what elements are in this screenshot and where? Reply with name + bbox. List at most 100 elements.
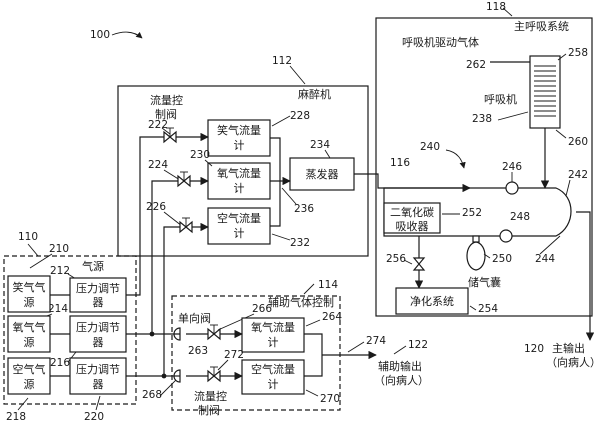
n2o-flowmeter-l2: 计 [234,139,245,152]
reservoir-bag-symbol [466,235,486,271]
ref-228: 228 [290,110,310,122]
ventilator-bellows-box [529,55,561,129]
leader-254 [469,305,477,311]
valve-222-symbol [163,127,177,144]
leader-236 [281,187,297,205]
leader-258 [557,53,567,61]
ref-226: 226 [146,201,166,213]
n2o-flowmeter-l1: 笑气流量 [217,123,261,137]
ref-118: 118 [486,1,506,13]
ref-268: 268 [142,389,162,401]
ref-234: 234 [310,139,330,151]
aux-flow-valve-l2: 制阀 [198,403,220,417]
air-source-box [7,357,51,395]
o2-regulator-l2: 器 [93,336,104,349]
purifier-box [395,287,469,315]
leader-272 [217,359,229,371]
aux-output-l1: 辅助输出 [378,359,422,373]
leader-210 [29,253,53,269]
ref-216: 216 [50,357,70,369]
n2o-regulator-l2: 器 [93,296,104,309]
n2o-source-l1: 笑气气 [13,280,46,294]
ref-238: 238 [472,113,492,125]
ref-264: 264 [322,311,342,323]
ref-120: 120 [524,343,544,355]
ref-266: 266 [252,303,272,315]
air-flowmeter-l2: 计 [234,227,245,240]
ref-110: 110 [18,231,38,243]
ref-114: 114 [318,279,338,291]
leader-110 [27,243,39,257]
gas-source-frame [3,255,137,405]
air-source-l2: 源 [24,377,35,391]
check-valve-246-symbol [505,181,519,195]
aux-meters-collector [304,333,323,377]
leader-114 [303,283,315,295]
vaporizer-label: 蒸发器 [306,167,339,181]
leader-226 [163,211,183,227]
ref-210: 210 [49,243,69,255]
aux-air-flowmeter-box [241,359,305,395]
n2o-supply-line [126,136,164,296]
bellows-coil [534,65,556,117]
leader-112 [289,65,306,85]
ventilator-label: 呼吸机 [484,92,517,106]
valve-226-symbol [179,217,193,234]
aux-o2-flowmeter-l2: 计 [268,336,279,349]
leader-218 [17,397,29,411]
ref-214: 214 [48,303,68,315]
ref-242: 242 [568,169,588,181]
aux-air-flowmeter-l2: 计 [268,378,279,391]
ref-232: 232 [290,237,310,249]
ref-270: 270 [320,393,340,405]
o2-junction-dot [149,331,155,337]
leader-100 [111,31,143,39]
main-output-l2: （向病人） [546,355,600,369]
bag-label: 储气囊 [468,275,501,289]
o2-flowmeter-l1: 氧气流量 [217,166,261,180]
aux-gas-control-title: 辅助气体控制 [268,295,334,309]
air-regulator-l2: 器 [93,378,104,391]
leader-234 [324,149,331,159]
aux-o2-valve-symbol [207,324,221,341]
air-junction-dot [161,373,167,379]
leader-216 [67,351,77,363]
ref-212: 212 [50,265,70,277]
air-supply-line [126,226,180,377]
ref-256: 256 [386,253,406,265]
leader-256 [403,259,413,265]
air-flowmeter-l1: 空气流量 [217,211,261,225]
leader-220 [95,395,101,411]
co2-absorber-l2: 吸收器 [396,219,429,233]
leader-222 [161,127,171,135]
ref-236: 236 [294,203,314,215]
ref-222: 222 [148,119,168,131]
ref-252: 252 [462,207,482,219]
ref-258: 258 [568,47,588,59]
aux-flow-valve-l1: 流量控 [194,389,227,403]
meters-collector [270,137,281,227]
aux-output-l2: （向病人） [374,373,429,387]
breathing-circuit [383,187,572,237]
leader-230 [204,159,213,167]
ref-274: 274 [366,335,386,347]
air-source-l1: 空气气 [13,362,46,376]
leader-260 [555,129,567,139]
aux-air-valve-symbol [207,366,221,383]
vaporizer-box [289,157,355,191]
co2-absorber-box [383,202,441,234]
leader-264 [305,319,321,327]
ref-116: 116 [390,157,410,169]
leader-244 [539,235,561,255]
ref-218: 218 [6,411,26,423]
gas-source-title: 气源 [82,259,104,273]
leader-250 [483,253,491,259]
ref-220: 220 [84,411,104,423]
leader-122 [393,345,407,355]
flow-valve-label-l1: 流量控 [150,93,183,107]
purifier-label: 净化系统 [410,294,454,308]
n2o-regulator-l1: 压力调节 [76,282,120,295]
anesthesia-machine-frame [117,85,369,257]
